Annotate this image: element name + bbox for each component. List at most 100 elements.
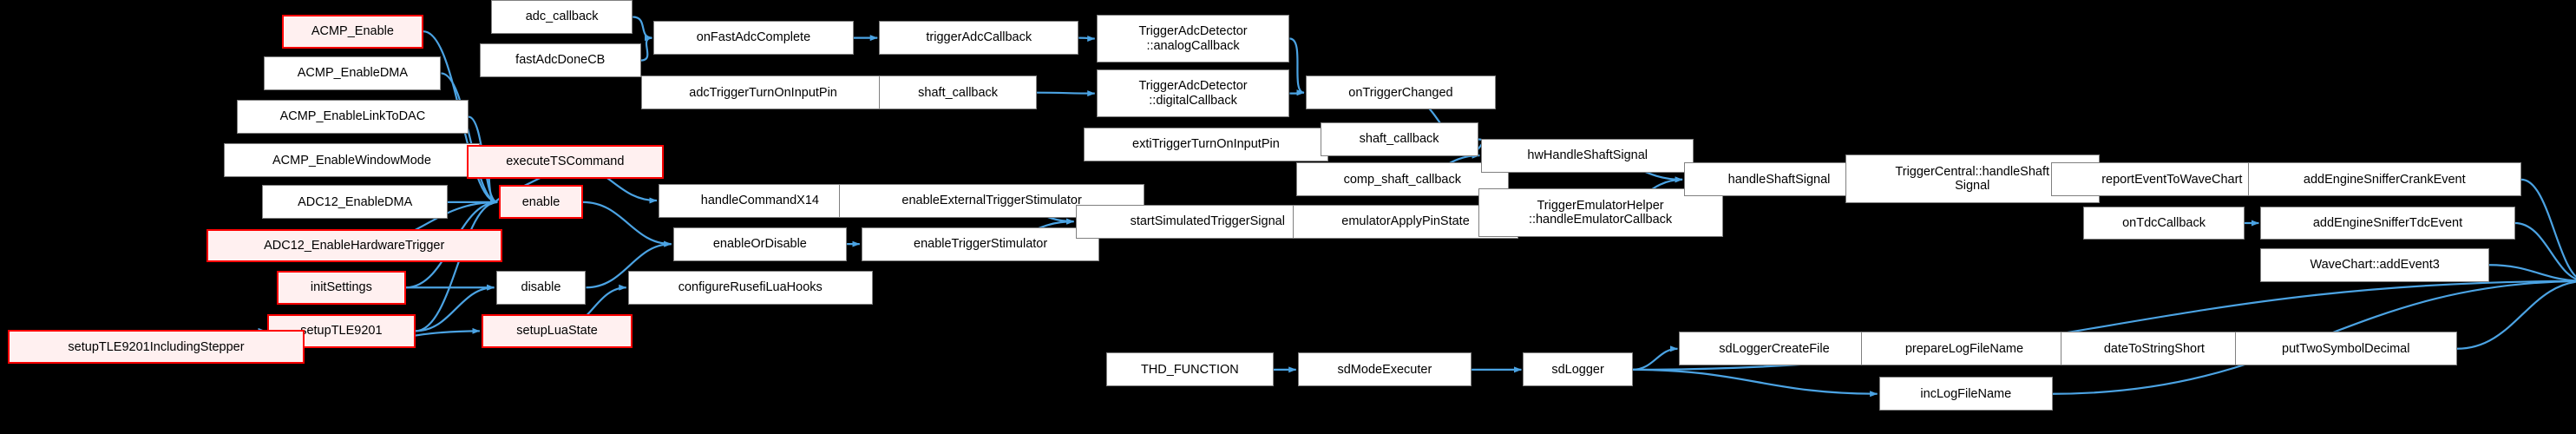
graph-node-label: handleCommandX14 (700, 193, 819, 207)
graph-node-label: ACMP_EnableLinkToDAC (279, 109, 426, 124)
graph-node-label: TriggerEmulatorHelper ::handleEmulatorCa… (1528, 198, 1673, 227)
graph-node-label: TriggerCentral::handleShaft Signal (1895, 164, 2050, 193)
graph-node[interactable]: enableTriggerStimulator (861, 227, 1100, 261)
graph-node[interactable]: WaveChart::addEvent3 (2260, 247, 2489, 282)
graph-edge (1289, 37, 1305, 96)
graph-edge (1632, 368, 1878, 398)
graph-node-label: enableOrDisable (712, 237, 807, 251)
graph-node-label: putTwoSymbolDecimal (2282, 341, 2410, 356)
graph-node-label: disable (521, 280, 561, 295)
graph-node[interactable]: TriggerEmulatorHelper ::handleEmulatorCa… (1478, 188, 1723, 237)
graph-edge (1037, 90, 1096, 97)
graph-node[interactable]: shaft_callback (879, 76, 1038, 110)
graph-node-label: TriggerAdcDetector ::analogCallback (1138, 24, 1248, 53)
graph-node-label: configureRusefiLuaHooks (678, 280, 823, 295)
graph-node[interactable]: adcTriggerTurnOnInputPin (640, 76, 886, 110)
graph-node[interactable]: dateToStringShort (2061, 332, 2248, 366)
graph-node[interactable]: ACMP_EnableLinkToDAC (236, 100, 469, 135)
graph-edge (2514, 221, 2576, 280)
graph-edge (1632, 345, 1678, 371)
graph-node-label: sdLogger (1551, 362, 1604, 377)
graph-node-label: TriggerAdcDetector ::digitalCallback (1138, 79, 1248, 108)
graph-node[interactable]: prepareLogFileName (1861, 332, 2068, 366)
graph-node-label: addEngineSnifferCrankEvent (2303, 172, 2466, 187)
graph-node[interactable]: incLogFileName (1878, 377, 2053, 411)
graph-node[interactable]: onFastAdcComplete (653, 21, 854, 56)
graph-node[interactable]: fastAdcDoneCB (479, 43, 641, 78)
graph-node-label: sdLoggerCreateFile (1719, 341, 1830, 356)
graph-node-label: onTriggerChanged (1348, 85, 1453, 100)
graph-node[interactable]: onTriggerChanged (1305, 76, 1496, 110)
graph-node[interactable]: TriggerAdcDetector ::digitalCallback (1096, 69, 1290, 118)
graph-node[interactable]: handleCommandX14 (658, 183, 862, 218)
graph-node-label: fastAdcDoneCB (515, 53, 606, 68)
graph-node[interactable]: adc_callback (490, 0, 633, 34)
graph-node-label: WaveChart::addEvent3 (2310, 258, 2440, 273)
graph-node[interactable]: TriggerAdcDetector ::analogCallback (1096, 14, 1290, 63)
graph-edge (633, 16, 652, 42)
graph-node-label: setupTLE9201 (300, 324, 383, 339)
graph-node-label: ACMP_EnableWindowMode (272, 153, 431, 168)
graph-node[interactable]: handleShaftSignal (1684, 162, 1875, 197)
graph-node-label: THD_FUNCTION (1140, 362, 1239, 377)
graph-node[interactable]: disable (495, 270, 587, 305)
graph-node-label: adcTriggerTurnOnInputPin (689, 85, 837, 100)
graph-node[interactable]: enableOrDisable (672, 227, 848, 261)
graph-node[interactable]: ACMP_EnableDMA (264, 56, 442, 90)
graph-node-label: addEngineSnifferTdcEvent (2312, 215, 2463, 230)
graph-node-label: setupLuaState (516, 324, 598, 339)
graph-edge (1078, 36, 1096, 43)
graph-node[interactable]: initSettings (277, 270, 406, 305)
graph-node-label: ADC12_EnableDMA (298, 194, 413, 209)
graph-node-label: hwHandleShaftSignal (1527, 148, 1649, 162)
graph-node-label: extiTriggerTurnOnInputPin (1132, 136, 1280, 151)
graph-node[interactable]: addEngineSnifferTdcEvent (2260, 206, 2515, 240)
graph-node[interactable]: setupLuaState (481, 313, 633, 348)
graph-node-label: ADC12_EnableHardwareTrigger (264, 238, 445, 253)
graph-node[interactable]: ACMP_Enable (281, 14, 424, 49)
graph-edge (415, 199, 498, 332)
graph-edge (441, 72, 498, 206)
graph-node[interactable]: ADC12_EnableDMA (262, 185, 448, 220)
graph-node-label: sdModeExecuter (1337, 362, 1432, 377)
graph-node[interactable]: ADC12_EnableHardwareTrigger (206, 228, 502, 263)
graph-node-label: onFastAdcComplete (696, 30, 811, 45)
graph-node-label: startSimulatedTriggerSignal (1130, 214, 1285, 229)
graph-node[interactable]: configureRusefiLuaHooks (627, 270, 873, 305)
graph-node-label: shaft_callback (1359, 132, 1439, 147)
graph-node[interactable]: shaft_callback (1320, 122, 1478, 156)
graph-node-label: enable (521, 194, 560, 209)
graph-node-label: adc_callback (525, 10, 599, 24)
graph-node[interactable]: sdLogger (1523, 352, 1633, 387)
graph-node-label: prepareLogFileName (1904, 341, 2024, 356)
graph-edge (640, 35, 652, 62)
graph-node[interactable]: sdModeExecuter (1297, 352, 1472, 387)
graph-node[interactable]: extiTriggerTurnOnInputPin (1083, 127, 1328, 161)
graph-node[interactable]: triggerAdcCallback (879, 21, 1079, 56)
graph-node-label: enableTriggerStimulator (914, 237, 1048, 251)
graph-edge (1289, 89, 1305, 96)
graph-edge (2456, 280, 2576, 350)
graph-node[interactable]: addEngineSnifferCrankEvent (2247, 162, 2522, 197)
graph-node[interactable]: THD_FUNCTION (1105, 352, 1274, 387)
graph-node[interactable]: comp_shaft_callback (1295, 162, 1509, 197)
graph-node-label: incLogFileName (1920, 386, 2012, 401)
graph-node[interactable]: sdLoggerCreateFile (1679, 332, 1870, 366)
graph-node-label: shaft_callback (918, 85, 999, 100)
graph-node[interactable]: ACMP_EnableWindowMode (223, 143, 480, 178)
graph-node-label: reportEventToWaveChart (2101, 172, 2243, 187)
graph-node-label: onTdcCallback (2122, 215, 2206, 230)
graph-node[interactable]: hwHandleShaftSignal (1481, 138, 1694, 173)
graph-node-label: emulatorApplyPinState (1341, 214, 1470, 229)
graph-node-label: setupTLE9201IncludingStepper (68, 339, 245, 354)
graph-node[interactable]: enableExternalTriggerStimulator (838, 183, 1145, 218)
graph-node[interactable]: executeTSCommand (467, 145, 664, 179)
graph-node[interactable]: putTwoSymbolDecimal (2234, 332, 2457, 366)
graph-node-label: initSettings (310, 280, 372, 295)
graph-node[interactable]: onTdcCallback (2083, 206, 2245, 240)
graph-node[interactable]: enable (499, 185, 583, 220)
graph-node-label: ACMP_Enable (311, 24, 394, 39)
graph-node[interactable]: setupTLE9201IncludingStepper (8, 330, 305, 365)
graph-node-label: dateToStringShort (2103, 341, 2205, 356)
